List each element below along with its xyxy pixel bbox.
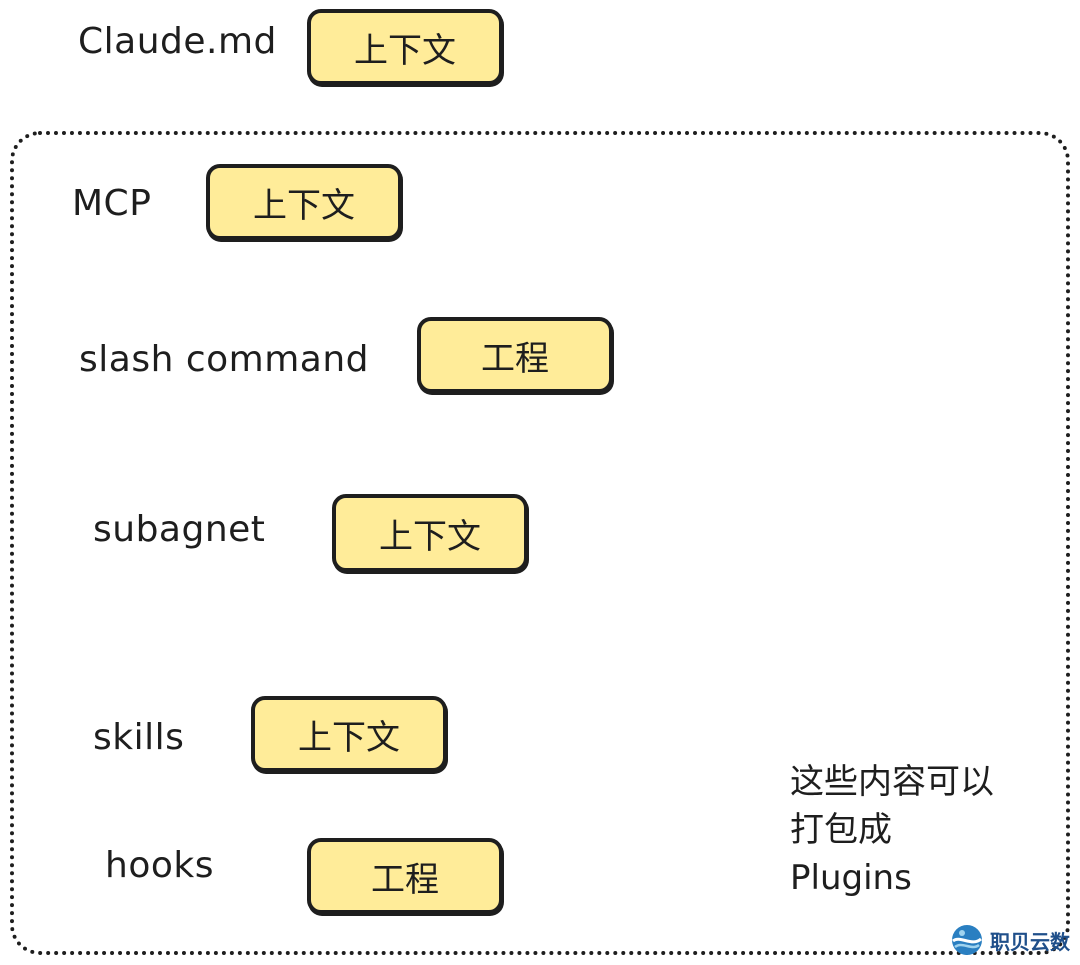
hooks-tag: 工程 — [307, 838, 503, 914]
claude-md-label: Claude.md — [78, 21, 277, 62]
claude-md-tag: 上下文 — [307, 9, 503, 85]
subagent-label: subagnet — [93, 509, 266, 550]
mcp-tag: 上下文 — [206, 164, 402, 240]
mcp-label: MCP — [72, 183, 152, 224]
watermark: 职贝云数 — [950, 920, 1070, 960]
skills-label: skills — [93, 717, 185, 758]
plugin-group-box — [10, 131, 1070, 955]
plugins-note-line-2: 打包成 — [790, 810, 892, 850]
plugins-note-line-1: 这些内容可以 — [790, 762, 994, 802]
skills-tag: 上下文 — [251, 696, 447, 772]
watermark-text: 职贝云数 — [990, 929, 1070, 954]
slash-command-tag: 工程 — [417, 317, 613, 393]
slash-command-label: slash command — [79, 339, 370, 380]
plugins-note: 这些内容可以 打包成 Plugins — [790, 758, 994, 902]
subagent-tag: 上下文 — [332, 494, 528, 572]
hooks-label: hooks — [105, 845, 214, 886]
globe-logo-icon — [952, 925, 982, 955]
plugins-note-line-3: Plugins — [790, 858, 912, 898]
